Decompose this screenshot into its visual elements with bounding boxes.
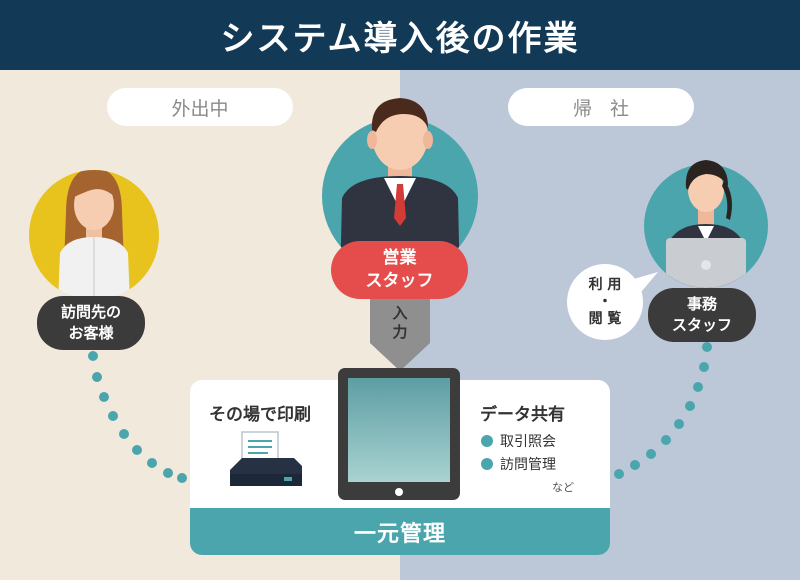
sales-staff-label: 営業 スタッフ	[331, 241, 468, 299]
connector-dot	[119, 429, 129, 439]
arrow-label-line-1: 入	[392, 304, 408, 322]
connector-dot	[685, 401, 695, 411]
connector-dot	[92, 372, 102, 382]
share-item: 取引照会	[481, 431, 556, 451]
customer-label-line-1: 訪問先の	[60, 303, 121, 321]
outside-zone-label: 外出中	[107, 88, 293, 126]
bubble-line-2: ・	[598, 293, 612, 310]
connector-dot	[163, 468, 173, 478]
bullet-dot	[481, 458, 493, 470]
connector-dot	[661, 435, 671, 445]
centralized-management-bar: 一元管理	[190, 508, 610, 555]
connector-dot	[674, 419, 684, 429]
data-share-title: データ共有	[480, 405, 565, 425]
connector-dot	[702, 342, 712, 352]
office-staff-label: 事務 スタッフ	[648, 288, 756, 342]
connector-dot	[147, 458, 157, 468]
page-title: システム導入後の作業	[0, 0, 800, 70]
sales-label-line-1: 営業	[382, 248, 417, 268]
connector-dot	[99, 392, 109, 402]
connector-dot	[614, 469, 624, 479]
share-item: 訪問管理	[481, 454, 556, 474]
arrow-label-line-2: 力	[392, 323, 408, 341]
print-title: その場で印刷	[209, 405, 311, 425]
connector-dot	[699, 362, 709, 372]
connector-dot	[693, 382, 703, 392]
connector-dot	[88, 351, 98, 361]
use-view-bubble: 利 用 ・ 閲 覧	[567, 264, 643, 340]
tablet-device	[338, 368, 460, 500]
printer-icon	[230, 431, 302, 486]
connector-dot	[132, 445, 142, 455]
sales-staff-illustration	[322, 98, 478, 263]
customer-woman-illustration	[29, 170, 159, 300]
bubble-line-1: 利 用	[588, 276, 622, 293]
office-zone-label: 帰社	[508, 88, 694, 126]
input-arrow	[370, 295, 430, 371]
connector-dot	[630, 460, 640, 470]
share-item-label: 訪問管理	[500, 457, 556, 473]
office-label-line-1: 事務	[686, 295, 717, 313]
office-staff-illustration	[644, 160, 768, 288]
customer-label-line-2: お客様	[68, 324, 114, 342]
input-arrow-label: 入 力	[383, 304, 417, 342]
etc-note: など	[552, 481, 574, 494]
connector-dot	[177, 473, 187, 483]
sales-label-line-2: スタッフ	[365, 271, 434, 291]
share-item-label: 取引照会	[500, 434, 556, 450]
office-label-line-2: スタッフ	[671, 316, 732, 334]
bullet-dot	[481, 435, 493, 447]
bubble-line-3: 閲 覧	[588, 310, 622, 327]
customer-label: 訪問先の お客様	[37, 296, 145, 350]
connector-dot	[646, 449, 656, 459]
connector-dot	[108, 411, 118, 421]
